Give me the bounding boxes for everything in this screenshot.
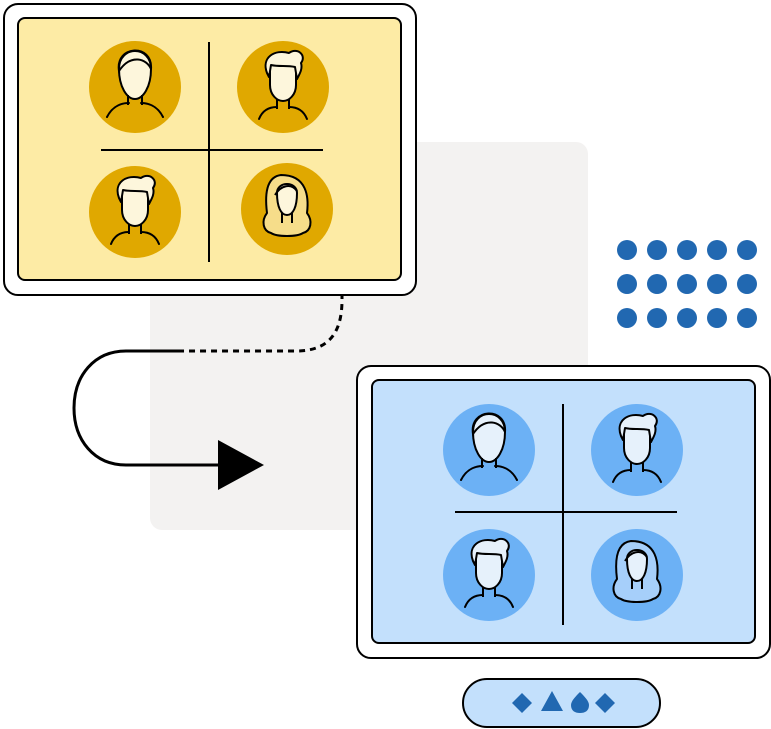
person-long-hair-icon xyxy=(612,540,662,603)
participant-avatar xyxy=(591,529,683,621)
dot xyxy=(677,240,697,260)
dot xyxy=(707,308,727,328)
participant-avatar xyxy=(443,404,535,496)
diamond-icon[interactable] xyxy=(512,693,532,713)
connector-dashed-segment xyxy=(178,282,344,353)
dot-grid xyxy=(617,240,757,328)
dot xyxy=(737,240,757,260)
dot xyxy=(707,274,727,294)
dot xyxy=(737,274,757,294)
control-bar-pill[interactable] xyxy=(462,678,661,728)
control-bar[interactable] xyxy=(462,678,661,728)
arrowhead-icon xyxy=(218,440,264,490)
target-device xyxy=(356,365,771,659)
dot xyxy=(677,308,697,328)
person-long-hair-icon xyxy=(262,174,312,237)
participant-avatar xyxy=(89,166,181,258)
dot xyxy=(617,308,637,328)
connector-solid-segment xyxy=(72,349,222,467)
participant-avatar xyxy=(443,529,535,621)
dot xyxy=(737,308,757,328)
dot xyxy=(647,240,667,260)
diamond-icon[interactable] xyxy=(595,693,615,713)
dot xyxy=(617,274,637,294)
dot xyxy=(707,240,727,260)
drop-icon[interactable] xyxy=(571,692,589,713)
participant-avatar xyxy=(237,41,329,133)
dot xyxy=(617,240,637,260)
connector-arrow xyxy=(72,282,344,490)
participant-avatar xyxy=(241,163,333,255)
source-device xyxy=(3,3,417,296)
dot xyxy=(647,274,667,294)
triangle-icon[interactable] xyxy=(541,691,563,711)
participant-avatar xyxy=(89,41,181,133)
participant-avatar xyxy=(591,404,683,496)
dot xyxy=(647,308,667,328)
dot xyxy=(677,274,697,294)
